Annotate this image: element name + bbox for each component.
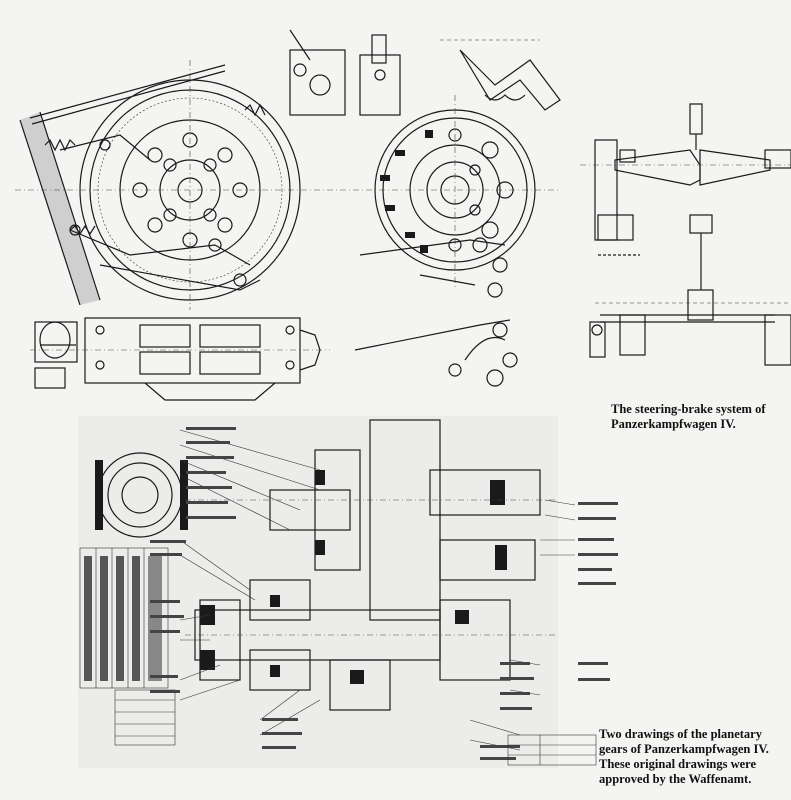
parts-list-table: [79, 547, 176, 746]
caption-line: The steering-brake system of: [611, 402, 766, 416]
steering-brake-caption: The steering-brake system of Panzerkampf…: [611, 402, 766, 432]
planetary-gear-drawing: [78, 416, 618, 768]
brake-disc-drawing: [354, 95, 536, 387]
caption-line: gears of Panzerkampfwagen IV.: [599, 742, 769, 756]
caption-line: Two drawings of the planetary: [599, 727, 762, 741]
brake-drum-assembly-drawing: [15, 60, 560, 310]
linkage-detail-drawings: [289, 29, 561, 116]
caption-line: These original drawings were: [599, 757, 757, 771]
steering-linkage-drawing: [580, 103, 791, 366]
planetary-gears-caption: Two drawings of the planetary gears of P…: [599, 727, 769, 787]
brake-housing-side-view: [30, 317, 330, 401]
caption-line: approved by the Waffenamt.: [599, 772, 752, 786]
caption-line: Panzerkampfwagen IV.: [611, 417, 736, 431]
